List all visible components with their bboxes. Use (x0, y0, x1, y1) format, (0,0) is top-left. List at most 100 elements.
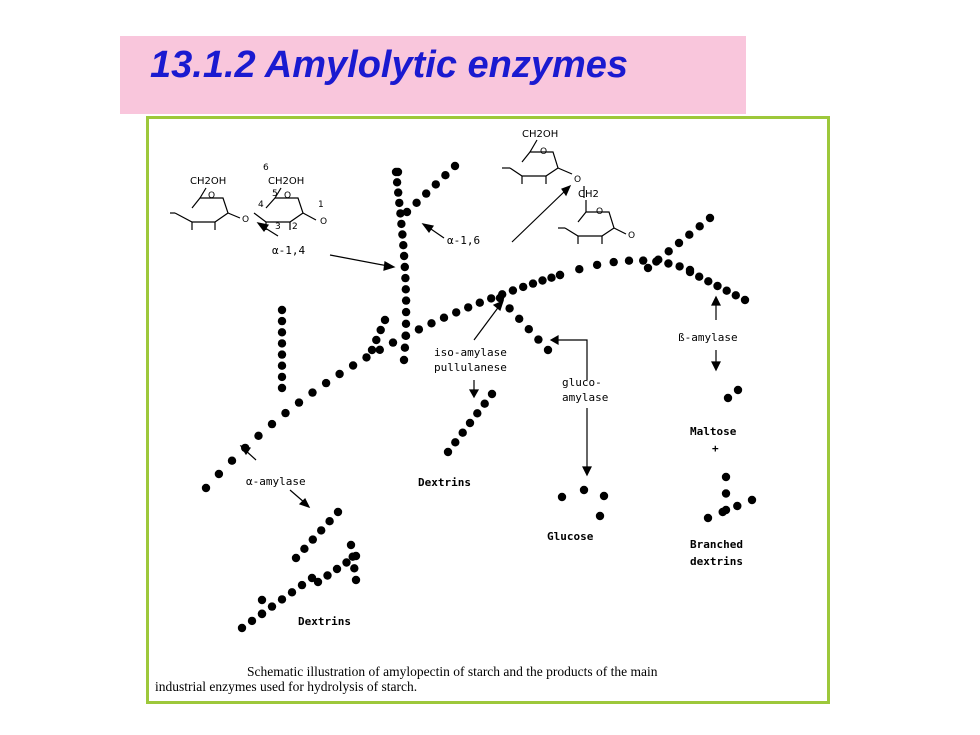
glucose-residue (277, 383, 287, 393)
alpha-1-6-label: α-1,6 (447, 234, 480, 247)
glucose-residue (291, 553, 301, 563)
glucose-residue (731, 291, 740, 300)
carbon-number-6: 6 (263, 163, 269, 173)
glucose-residue (362, 353, 371, 362)
glucose-residue (595, 511, 605, 521)
glucose-residue (703, 513, 713, 523)
ring-oxygen-4: O (596, 207, 603, 217)
glucose-residue (439, 313, 449, 322)
glucose-residue (397, 219, 406, 229)
glucose-residue (713, 281, 722, 291)
glucose-residue (267, 602, 277, 611)
glucose-residue (519, 282, 528, 292)
glucose-residue (401, 307, 411, 317)
glucose-residue (733, 501, 742, 511)
ring-oxygen-2: O (284, 191, 291, 201)
arrows (239, 184, 721, 509)
glucose-residue (643, 263, 653, 273)
glucose-residue (401, 331, 410, 340)
glucose-residue (332, 564, 342, 574)
branch-point-structure (502, 139, 627, 244)
glucose-residue (399, 241, 408, 250)
glucose-residue (538, 276, 547, 285)
glucose-residue (722, 286, 731, 295)
carbon-number-5: 5 (272, 189, 278, 199)
glucose-residue (277, 316, 287, 326)
glucose-residue (685, 267, 695, 277)
plus-label: + (712, 442, 719, 455)
glucose-residue (695, 222, 704, 231)
glucose-residue (399, 251, 409, 261)
glucose-residue (395, 198, 404, 208)
alpha-1-4-label: α-1,4 (272, 244, 305, 257)
glucose-residue (685, 230, 694, 239)
glucose-residue (287, 588, 297, 597)
glucose-residue (515, 314, 524, 323)
glucose-residue (664, 259, 673, 268)
figure-frame (146, 116, 830, 704)
glucose-residue (451, 438, 460, 447)
glucose-residue (401, 285, 410, 294)
glucose-residue (747, 495, 757, 505)
glucose-residue (380, 315, 390, 325)
glucose-residue (505, 304, 514, 313)
page-title: 13.1.2 Amylolytic enzymes (150, 44, 629, 86)
glucose-residue (487, 389, 497, 399)
glucose-residue (281, 408, 290, 418)
glucose-residue (214, 469, 224, 479)
glucose-residue (721, 505, 731, 515)
title-banner (120, 36, 746, 114)
glucose-residue (348, 361, 358, 370)
glucose-residue (401, 273, 410, 283)
glucose-residue (323, 571, 332, 580)
ring-oxygen-1: O (208, 191, 215, 201)
glucose-residue (534, 335, 543, 344)
alpha-amylase-label: α-amylase (246, 475, 306, 488)
bridge-oxygen: O (242, 215, 249, 225)
glucose-residue (674, 238, 684, 248)
glucose-residue (257, 595, 267, 605)
carbon-number-2: 2 (292, 222, 298, 232)
glucose-residue (267, 419, 277, 429)
glucose-residue (325, 517, 334, 526)
glucose-residue (480, 399, 489, 408)
gluco-label: gluco- (562, 376, 602, 389)
linkage-oxygen: O (574, 175, 581, 185)
glucose-residue (452, 308, 461, 317)
glucose-residue (277, 350, 287, 359)
glucose-residue (721, 489, 731, 498)
glucose-residue (277, 328, 287, 337)
glucose-residue (473, 409, 482, 418)
glucose-residue (412, 198, 421, 207)
glucose-residue (543, 345, 553, 355)
glucose-residue (394, 188, 403, 197)
glucose-residue (321, 378, 331, 388)
glucose-residue (723, 393, 733, 403)
glucose-residue (599, 491, 609, 501)
glucose-residue (695, 272, 704, 281)
glucose-residue (247, 616, 257, 626)
glucose-residue (350, 564, 359, 573)
glucose-residue (313, 577, 323, 587)
glucose-residue (704, 277, 713, 286)
branched-label: Branched (690, 538, 743, 551)
glucose-residue (427, 319, 436, 328)
glucose-residue (257, 609, 267, 619)
glucose-residue (705, 213, 715, 223)
glucose-residue (308, 535, 317, 544)
glucose-residue (307, 573, 317, 583)
glucose-residue (401, 319, 411, 328)
glucose-residue (443, 447, 453, 457)
glucose-residue (335, 369, 344, 379)
glucose-residue (579, 485, 589, 495)
glucose-residue (294, 398, 304, 407)
glucose-residue (557, 492, 567, 502)
glucose-residue (740, 295, 750, 305)
glucose-residue (201, 483, 211, 493)
carbon-number-3: 3 (275, 222, 281, 232)
glucose-residue (555, 270, 565, 280)
glucose-residue (524, 325, 533, 334)
glucose-residue (351, 575, 361, 585)
glucose-residue (450, 161, 460, 171)
